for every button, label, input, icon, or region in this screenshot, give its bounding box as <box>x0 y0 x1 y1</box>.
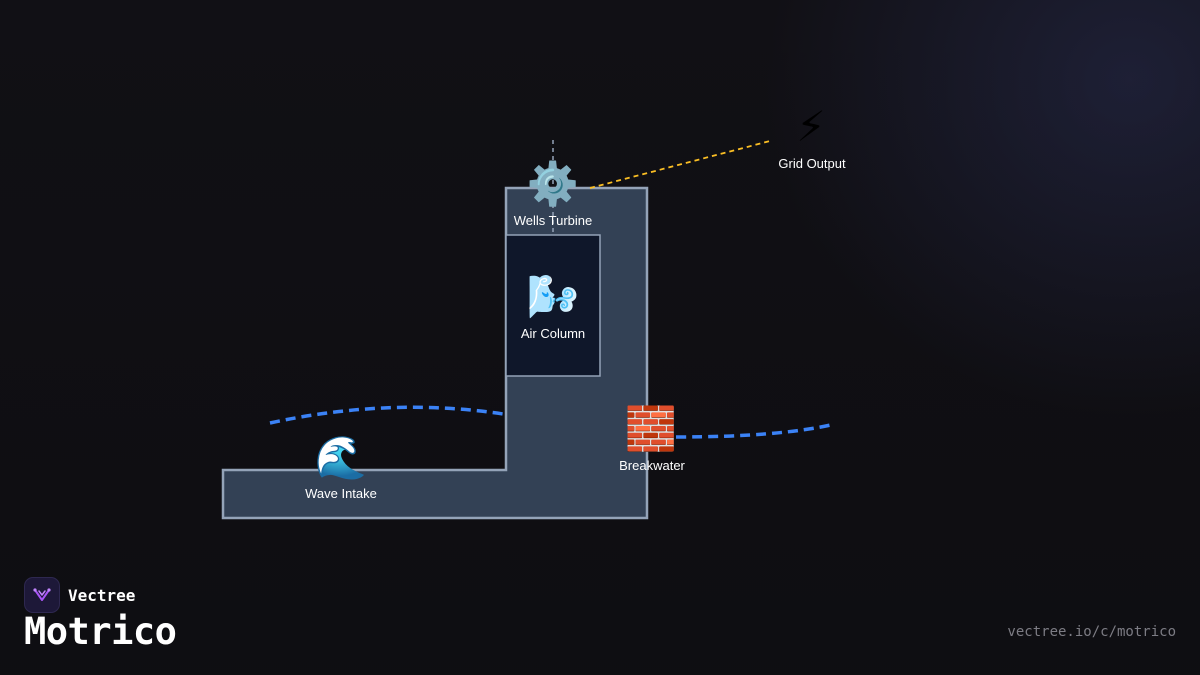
brick-icon: 🧱 <box>624 404 678 453</box>
wind-icon: 🌬️ <box>526 272 580 321</box>
vectree-logo-icon <box>24 577 60 613</box>
wave-line-left <box>269 405 504 425</box>
brand-name: Vectree <box>68 585 136 605</box>
wave-line-right <box>675 422 836 439</box>
gear-icon: ⚙️ <box>526 159 580 208</box>
page-title: Motrico <box>24 610 177 653</box>
air-chamber <box>505 234 601 377</box>
lightning-icon: ⚡ <box>796 102 826 151</box>
wave-intake-label: Wave Intake <box>305 486 377 501</box>
brand: Vectree <box>24 577 135 613</box>
wells-turbine-label: Wells Turbine <box>513 213 593 228</box>
wave-icon: 🌊 <box>314 433 368 482</box>
air-column-label: Air Column <box>520 326 586 341</box>
breakwater-label: Breakwater <box>619 458 685 473</box>
grid-output-label: Grid Output <box>778 156 846 171</box>
power-output-line <box>589 140 771 189</box>
source-url[interactable]: vectree.io/c/motrico <box>1007 624 1176 640</box>
